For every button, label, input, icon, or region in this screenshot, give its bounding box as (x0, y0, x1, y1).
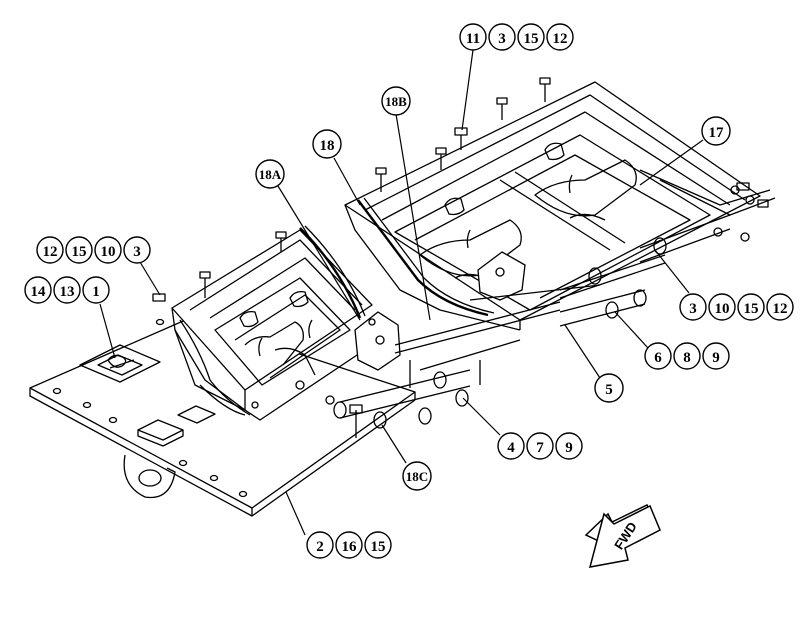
svg-text:11: 11 (466, 31, 480, 47)
svg-text:10: 10 (101, 244, 116, 260)
callout-17: 17 (701, 116, 731, 146)
base-plate (30, 318, 415, 516)
svg-text:14: 14 (31, 284, 47, 300)
callout-1: 1 (82, 276, 110, 304)
svg-text:3: 3 (498, 31, 506, 47)
forward-direction-arrow: FWD (584, 503, 661, 568)
svg-text:15: 15 (524, 31, 539, 47)
svg-text:18C: 18C (406, 469, 428, 484)
callout-12: 12 (36, 236, 64, 264)
svg-text:10: 10 (715, 301, 730, 317)
callout-4: 4 (497, 432, 525, 460)
callout-8: 8 (673, 342, 701, 370)
callout-3: 3 (123, 236, 151, 264)
callout-18c: 18C (402, 461, 432, 491)
svg-text:5: 5 (605, 382, 613, 398)
callout-18b: 18B (381, 86, 411, 116)
svg-text:12: 12 (43, 244, 58, 260)
svg-text:15: 15 (72, 244, 87, 260)
callout-2: 2 (306, 531, 334, 559)
callout-15: 15 (737, 293, 765, 321)
svg-text:2: 2 (316, 539, 324, 555)
svg-text:3: 3 (689, 301, 697, 317)
callout-12: 12 (766, 293, 794, 321)
svg-text:12: 12 (553, 31, 568, 47)
callout-14: 14 (24, 276, 52, 304)
callout-16: 16 (335, 531, 363, 559)
callout-10: 10 (94, 236, 122, 264)
callout-10: 10 (708, 293, 736, 321)
left-seat-frame (153, 230, 372, 420)
svg-text:9: 9 (565, 440, 573, 456)
svg-text:17: 17 (709, 125, 725, 141)
svg-text:15: 15 (371, 539, 386, 555)
svg-text:7: 7 (536, 440, 544, 456)
callout-9: 9 (702, 342, 730, 370)
callout-15: 15 (65, 236, 93, 264)
callout-12: 12 (546, 23, 574, 51)
callout-18a: 18A (255, 159, 285, 189)
svg-text:16: 16 (342, 539, 358, 555)
svg-text:3: 3 (133, 244, 141, 260)
svg-text:6: 6 (654, 350, 662, 366)
callout-3: 3 (679, 293, 707, 321)
callout-3: 3 (488, 23, 516, 51)
svg-text:1: 1 (92, 284, 100, 300)
svg-text:15: 15 (744, 301, 759, 317)
right-seat-frame (345, 78, 775, 330)
callout-5: 5 (594, 373, 624, 403)
callout-7: 7 (526, 432, 554, 460)
callout-18: 18 (312, 129, 342, 159)
callout-9: 9 (555, 432, 583, 460)
svg-text:4: 4 (507, 440, 515, 456)
callout-15: 15 (517, 23, 545, 51)
callout-15: 15 (364, 531, 392, 559)
svg-text:8: 8 (683, 350, 691, 366)
callout-6: 6 (644, 342, 672, 370)
center-mechanism (300, 198, 730, 438)
svg-text:9: 9 (712, 350, 720, 366)
callout-13: 13 (53, 276, 81, 304)
leader-lines (100, 50, 703, 535)
svg-text:18B: 18B (385, 94, 407, 109)
callout-11: 11 (459, 23, 487, 51)
svg-text:18A: 18A (259, 167, 282, 182)
svg-text:12: 12 (773, 301, 788, 317)
svg-text:18: 18 (320, 138, 335, 154)
svg-text:13: 13 (60, 284, 75, 300)
